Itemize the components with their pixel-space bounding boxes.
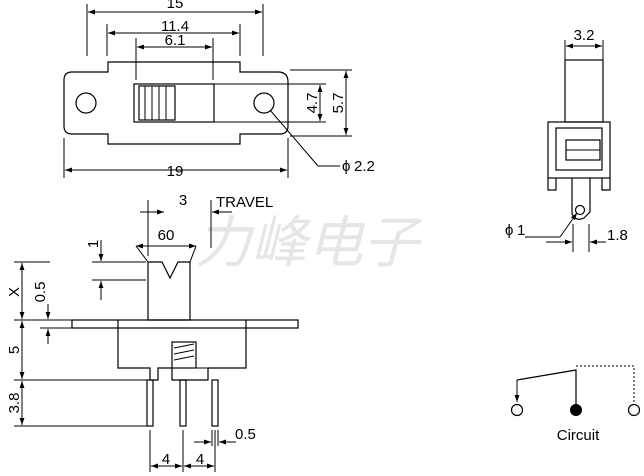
dim-pitch-4-left: 4 bbox=[162, 451, 170, 468]
watermark-text: 力峰电子 bbox=[195, 211, 423, 276]
dim-phi-2-2-symbol: ϕ bbox=[342, 158, 350, 175]
dim-0-5-gap: 0.5 bbox=[32, 282, 49, 303]
top-view: 15 11.4 6.1 4.7 5.7 ϕ 2.2 19 bbox=[63, 0, 375, 180]
dim-3-8: 3.8 bbox=[6, 393, 23, 414]
dim-pitch-4-right: 4 bbox=[196, 451, 204, 468]
dim-19: 19 bbox=[167, 163, 184, 180]
side-view: 3.2 ϕ 1 1.8 bbox=[505, 27, 628, 252]
dim-3-2: 3.2 bbox=[574, 27, 595, 44]
dim-angle-60: 60 bbox=[158, 227, 175, 244]
dim-6-1: 6.1 bbox=[165, 32, 186, 49]
dim-pin-0-5: 0.5 bbox=[235, 426, 256, 443]
dim-travel-3: 3 bbox=[179, 192, 187, 209]
circuit-symbol: Circuit bbox=[510, 365, 641, 444]
dim-5-7: 5.7 bbox=[330, 93, 347, 114]
travel-label: TRAVEL bbox=[216, 194, 273, 211]
front-view: 3 TRAVEL 60 1 X bbox=[6, 192, 299, 472]
dim-11-4: 11.4 bbox=[161, 18, 189, 35]
circuit-label: Circuit bbox=[557, 427, 600, 444]
dim-4-7: 4.7 bbox=[304, 93, 321, 114]
dim-15: 15 bbox=[167, 0, 184, 12]
dim-phi-1-symbol: ϕ bbox=[505, 222, 513, 239]
dim-x: X bbox=[6, 287, 23, 297]
dim-5: 5 bbox=[6, 346, 23, 354]
dim-phi-2-2: 2.2 bbox=[354, 158, 375, 175]
dim-phi-1: 1 bbox=[517, 222, 525, 239]
dim-1-8: 1.8 bbox=[607, 227, 628, 244]
dim-1-actuator: 1 bbox=[85, 240, 102, 248]
